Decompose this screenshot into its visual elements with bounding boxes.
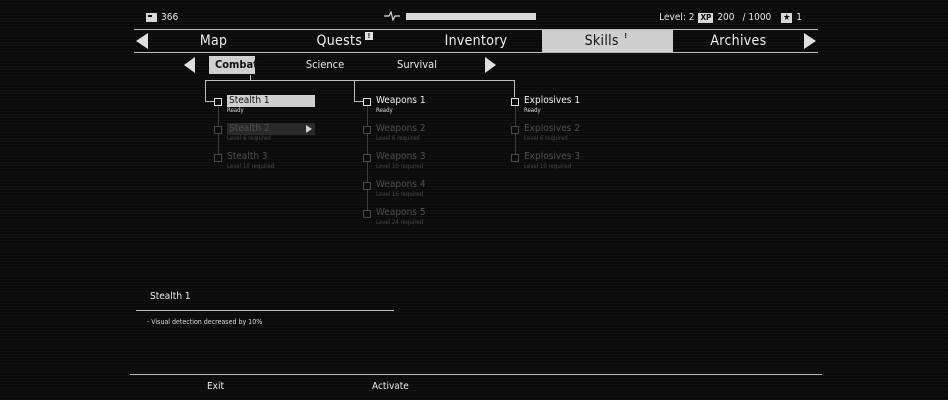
quests-alert-badge: !: [365, 32, 374, 40]
skill-name: Stealth 2: [227, 123, 315, 135]
tab-skills[interactable]: Skills!: [541, 30, 673, 52]
skill-status: Ready: [524, 107, 541, 114]
tab-inventory[interactable]: Inventory: [410, 30, 541, 52]
skill-checkbox-icon: [214, 98, 222, 106]
main-nav: Map Quests! Inventory Skills! Archives: [134, 29, 818, 53]
skill-status: Ready: [227, 107, 244, 114]
credits-value: 366: [161, 12, 179, 23]
subtab-science[interactable]: Science: [305, 58, 345, 71]
tree-connector: [205, 80, 206, 101]
category-next-arrow-icon[interactable]: [485, 57, 496, 73]
footer-divider: [130, 374, 822, 375]
skill-checkbox-icon: [511, 126, 519, 134]
nav-prev-arrow-icon[interactable]: [136, 33, 148, 49]
skill-name: Weapons 3: [376, 151, 426, 162]
tree-connector: [354, 101, 363, 102]
skill-checkbox-icon: [363, 182, 371, 190]
tab-archives[interactable]: Archives: [673, 30, 804, 52]
skill-status: Level 10 required: [227, 163, 275, 170]
skill-status: Level 16 required: [376, 191, 424, 198]
skill-name: Stealth 3: [227, 151, 268, 162]
star-icon: ★: [781, 12, 793, 23]
credits-icon: [146, 13, 157, 22]
level-text: Level: 2: [659, 12, 695, 23]
tab-label: Map: [199, 33, 228, 49]
heartbeat-icon: [384, 11, 400, 21]
tab-map[interactable]: Map: [148, 30, 279, 52]
health-bar-fill: [406, 12, 536, 20]
cursor-arrow-icon: [306, 125, 312, 133]
skill-checkbox-icon: [214, 126, 222, 134]
category-prev-arrow-icon[interactable]: [184, 57, 195, 73]
skill-status: Level 10 required: [524, 163, 572, 170]
skill-name: Explosives 2: [524, 123, 581, 134]
skill-description-title: Stealth 1: [150, 291, 191, 302]
tab-label: Inventory: [444, 33, 508, 49]
status-bar: 366 Level: 2 XP 200 / 1000 ★ 1: [134, 8, 814, 28]
credits-display: 366: [146, 12, 178, 23]
skill-checkbox-icon: [363, 154, 371, 162]
skill-status: Level 6 required: [227, 135, 271, 142]
tab-label: Archives: [710, 33, 767, 49]
health-display: [384, 11, 536, 21]
skill-name: Weapons 2: [376, 123, 426, 134]
nav-next-arrow-icon[interactable]: [804, 33, 816, 49]
skill-status: Ready: [376, 107, 393, 114]
skill-name: Stealth 1: [227, 95, 315, 107]
tree-connector: [354, 80, 355, 101]
skill-name: Explosives 3: [524, 151, 581, 162]
xp-max: / 1000: [742, 12, 772, 23]
skill-checkbox-icon: [363, 210, 371, 218]
health-bar: [406, 12, 536, 20]
skill-name: Explosives 1: [524, 95, 581, 106]
skill-category-nav: Combat Science Survival: [184, 55, 496, 75]
skill-checkbox-icon: [214, 154, 222, 162]
subtab-survival[interactable]: Survival: [397, 58, 437, 71]
skill-status: Level 10 required: [376, 163, 424, 170]
skill-checkbox-icon: [363, 98, 371, 106]
tab-label: Quests: [316, 33, 363, 49]
skills-alert-badge: !: [624, 32, 628, 40]
tab-quests[interactable]: Quests!: [279, 30, 410, 52]
skill-checkbox-icon: [363, 126, 371, 134]
tree-connector: [205, 80, 515, 81]
progress-display: Level: 2 XP 200 / 1000 ★ 1: [659, 12, 802, 23]
activate-button[interactable]: Activate: [372, 381, 409, 392]
xp-current: 200: [717, 12, 735, 23]
skill-status: Level 24 required: [376, 219, 424, 226]
skill-points-value: 1: [796, 12, 802, 23]
tab-label: Skills: [584, 33, 619, 49]
skill-name: Weapons 5: [376, 207, 426, 218]
skill-checkbox-icon: [511, 98, 519, 106]
skill-name: Weapons 4: [376, 179, 426, 190]
skill-name: Weapons 1: [376, 95, 426, 106]
skill-status: Level 6 required: [524, 135, 568, 142]
exit-button[interactable]: Exit: [207, 381, 225, 392]
skill-description-text: - Visual detection decreased by 10%: [147, 318, 263, 326]
subtab-combat[interactable]: Combat: [209, 56, 258, 74]
tree-connector: [205, 101, 214, 102]
skill-status: Level 6 required: [376, 135, 420, 142]
xp-icon: XP: [698, 12, 714, 23]
tree-connector: [250, 75, 251, 81]
skill-checkbox-icon: [511, 154, 519, 162]
description-divider: [136, 310, 394, 311]
tree-connector: [514, 80, 515, 97]
